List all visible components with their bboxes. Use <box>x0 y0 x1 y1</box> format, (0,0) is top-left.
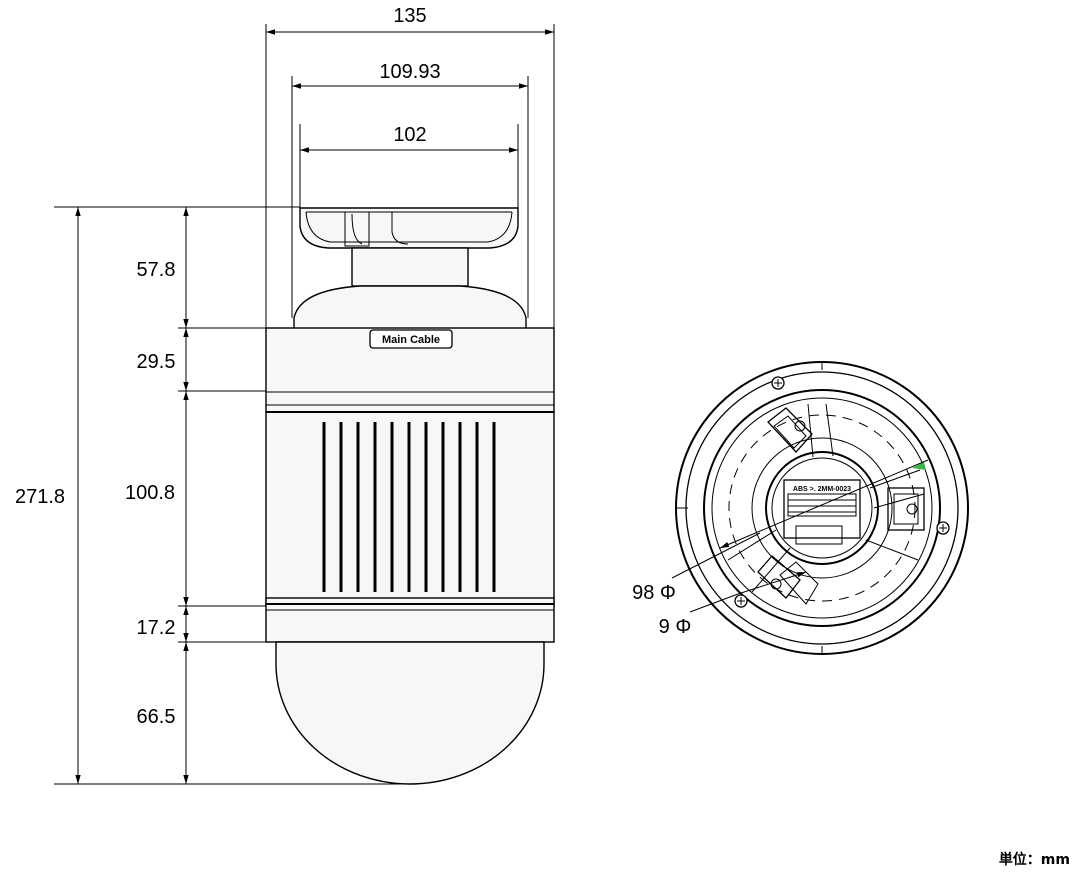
screw-icon <box>936 521 950 535</box>
dim-102: 102 <box>393 124 426 146</box>
leader-9 <box>737 571 807 595</box>
housing-bottom-band <box>265 597 555 643</box>
main-cable-tag <box>369 329 453 349</box>
dim-66-5: 66.5 <box>137 706 176 728</box>
dim-271-8: 271.8 <box>15 486 65 508</box>
leader-98 <box>719 459 929 549</box>
dim-29-5: 29.5 <box>137 351 176 373</box>
housing-main-body <box>265 411 555 607</box>
dim-135: 135 <box>393 5 426 27</box>
mounting-tab <box>887 487 925 531</box>
dim-98-phi: 98 Φ <box>632 582 676 604</box>
mount-bracket <box>293 207 527 331</box>
dim-17-2: 17.2 <box>137 617 176 639</box>
dim-109-93: 109.93 <box>379 61 440 83</box>
main-cable-label: Main Cable <box>382 334 440 346</box>
mounting-tab <box>767 407 813 453</box>
bottom-view: ABS >. 2MM-0023 98 Φ 9 Φ <box>632 361 969 655</box>
mounting-tab <box>757 555 801 599</box>
dim-57-8: 57.8 <box>137 259 176 281</box>
unit-label: 単位：mm <box>999 851 1070 868</box>
center-plate <box>783 479 861 539</box>
side-view: Main Cable <box>15 5 555 785</box>
alignment-mark <box>912 462 926 470</box>
dim-100-8: 100.8 <box>125 482 175 504</box>
housing-top-band: Main Cable <box>265 327 555 413</box>
screw-icon <box>734 594 748 608</box>
camera-dome <box>275 641 545 785</box>
dim-9-phi: 9 Φ <box>659 616 692 638</box>
screw-icon <box>771 376 785 390</box>
part-marking: ABS >. 2MM-0023 <box>793 486 851 493</box>
